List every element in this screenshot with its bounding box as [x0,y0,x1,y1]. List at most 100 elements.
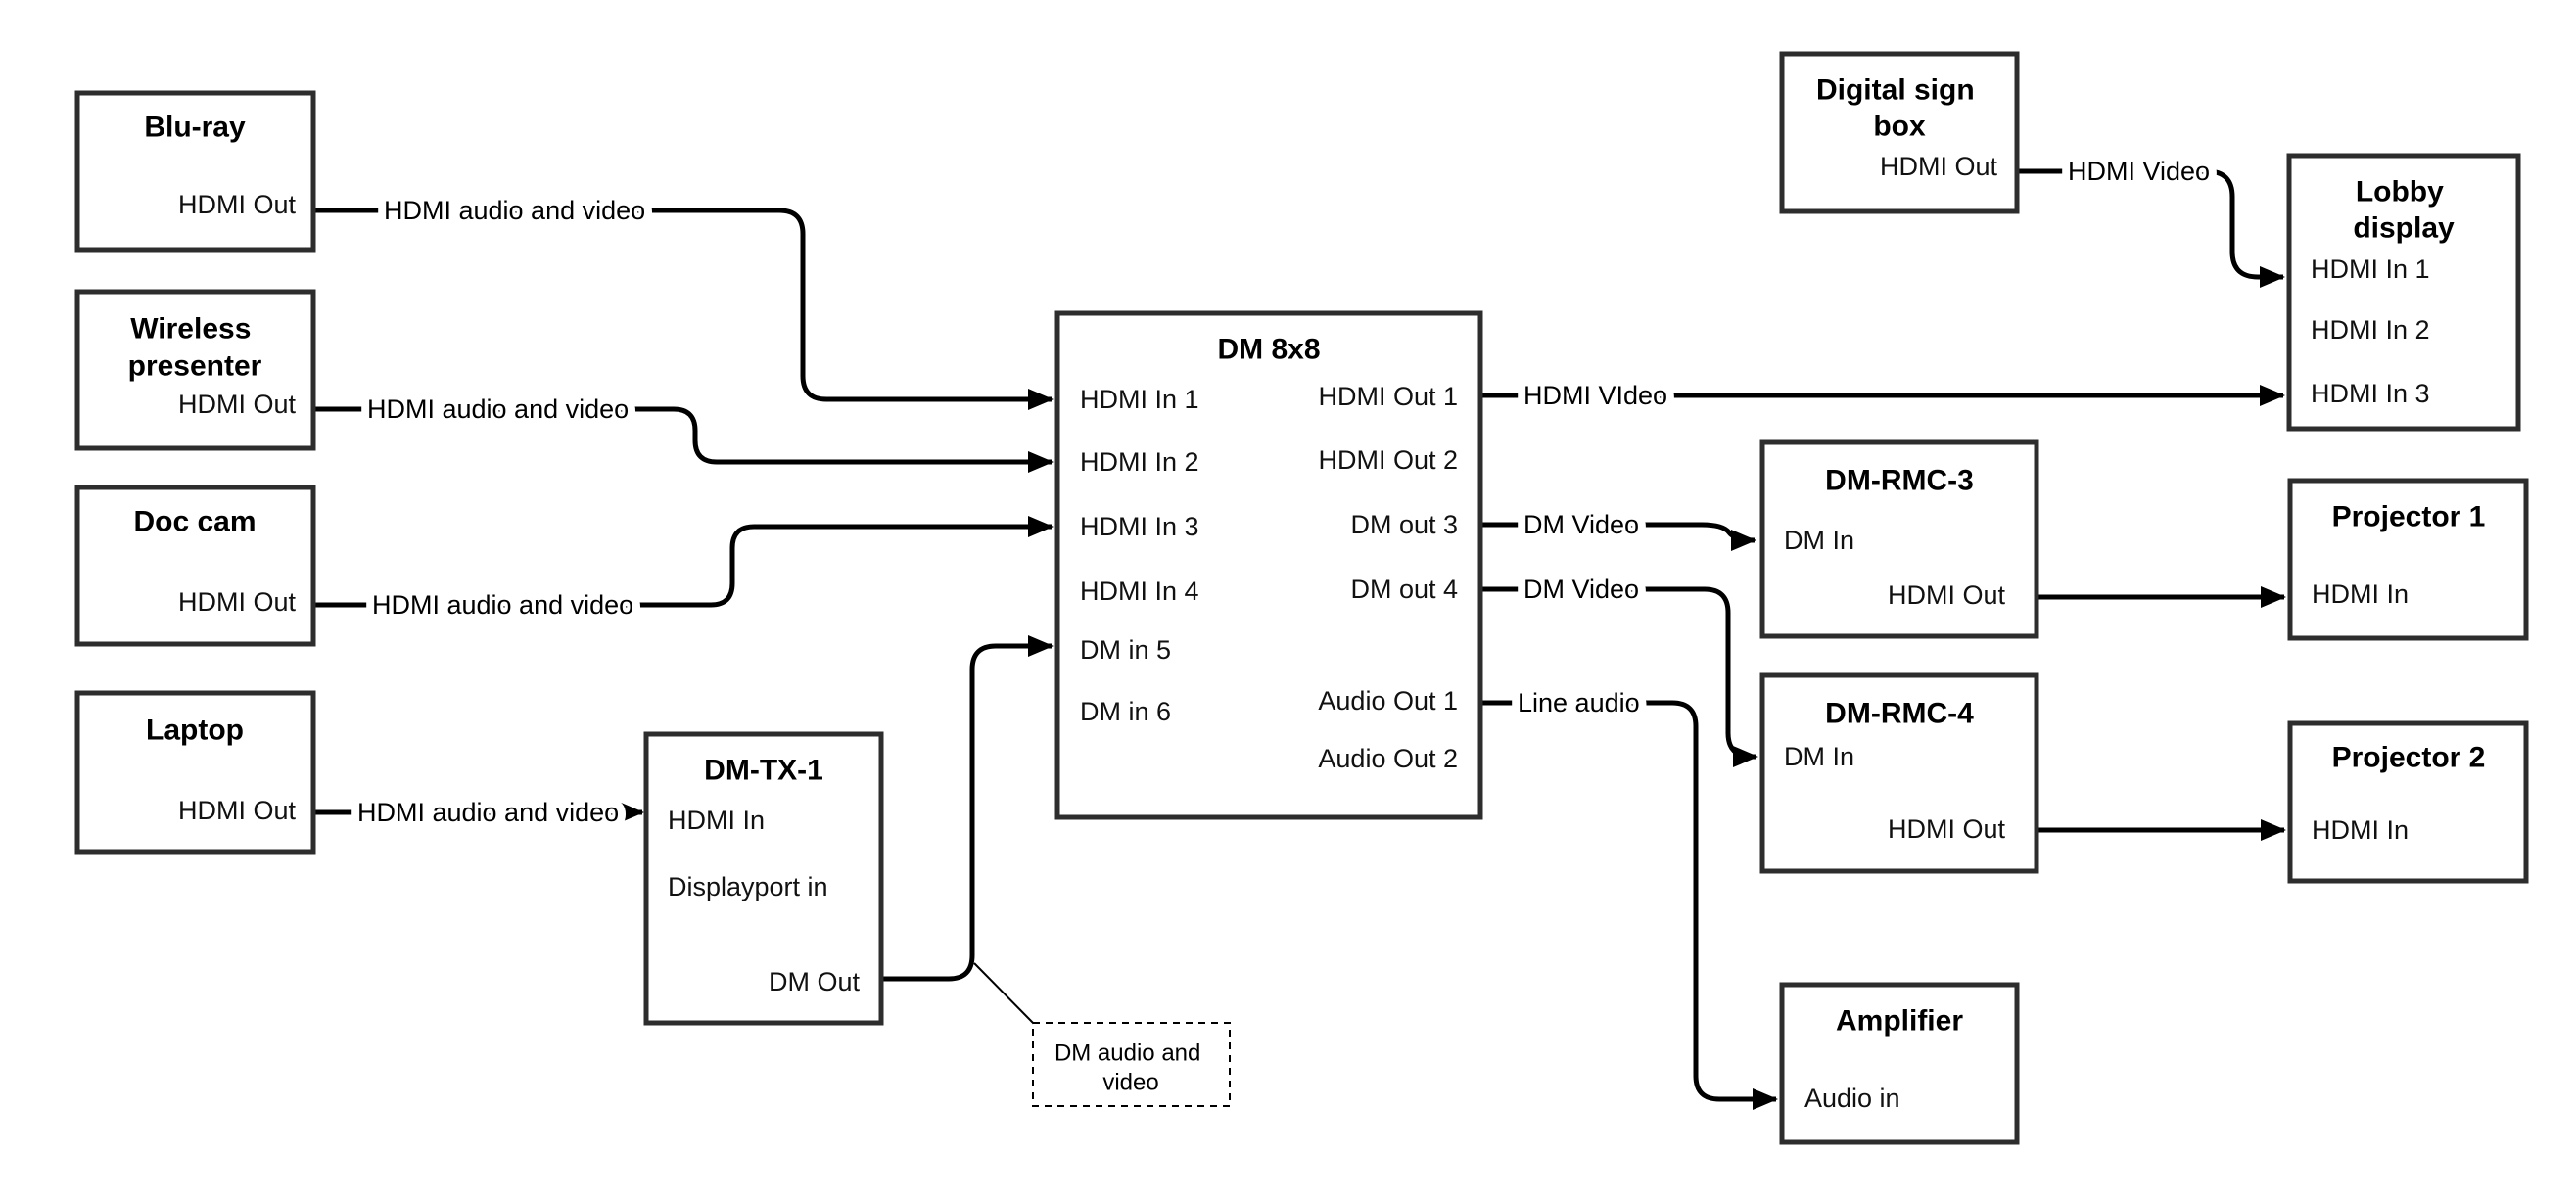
port-dm8x8-hdmi-in-4: HDMI In 4 [1080,577,1199,606]
note-text-line2: video [1102,1070,1158,1096]
edge-label-hdmi-video-out1: HDMI VIdeo [1523,381,1667,410]
port-dm-tx-1-displayport-in: Displayport in [668,872,828,901]
node-dm-8x8: DM 8x8 HDMI In 1 HDMI In 2 HDMI In 3 HDM… [1054,310,1483,820]
edge-label-hdmi-video-sign: HDMI Video [2068,157,2210,186]
node-projector-1-title: Projector 1 [2332,501,2486,533]
node-digital-sign-box-box [1779,51,2020,214]
port-lobby-hdmi-in-3: HDMI In 3 [2311,379,2430,408]
port-dm8x8-hdmi-out-1: HDMI Out 1 [1318,382,1458,411]
node-wireless-presenter-box [74,289,316,451]
port-projector-1-hdmi-in: HDMI In [2312,579,2409,609]
node-amplifier-title: Amplifier [1836,1005,1963,1038]
port-dm-rmc-4-hdmi-out: HDMI Out [1888,814,2006,844]
edge-dm8x8-audio1-to-amplifier [1480,700,1778,1110]
node-dm-rmc-3-box [1759,439,2039,639]
port-dm8x8-dm-in-6: DM in 6 [1080,697,1171,726]
edge-digitalsign-to-lobby-in1 [2017,168,2285,288]
nodes-layer: Blu-ray HDMI Out Wireless presenter HDMI… [74,51,2529,1145]
node-wireless-title-line2: presenter [128,350,262,383]
node-digital-sign-box-title: Digital sign box [1816,65,1983,143]
node-digital-sign-box: Digital sign box HDMI Out [1779,51,2020,214]
note-dm-audio-and-video: DM audio and video [1032,1022,1231,1107]
edge-bluray-to-dm8x8-in1 [313,208,1054,410]
node-doc-cam-box [74,485,316,647]
port-doc-cam-hdmi-out: HDMI Out [178,587,297,617]
node-dm-8x8-title: DM 8x8 [1217,334,1320,366]
node-digital-sign-title-line1: Digital sign [1816,74,1975,107]
node-projector-1-box [2287,478,2529,641]
node-doc-cam-title: Doc cam [133,506,256,538]
node-laptop-box [74,690,316,855]
port-dm8x8-hdmi-in-1: HDMI In 1 [1080,385,1199,414]
edge-dm8x8-out3-to-rmc3 [1480,522,1756,551]
edge-dm8x8-out4-to-rmc4 [1480,586,1758,767]
edge-label-dm-video-out3: DM Video [1523,510,1639,539]
node-laptop: Laptop HDMI Out [74,690,316,855]
node-dm-tx-1-title: DM-TX-1 [704,755,823,787]
note-box [1032,1022,1231,1107]
port-dm-rmc-3-hdmi-out: HDMI Out [1888,580,2006,610]
node-doc-cam: Doc cam HDMI Out [74,485,316,647]
node-lobby-display-title: Lobby display [2353,166,2455,245]
port-dm-tx-1-dm-out: DM Out [769,967,861,996]
note-text: DM audio and video [1054,1033,1207,1096]
node-wireless-presenter-title: Wireless presenter [128,303,262,383]
port-dm-rmc-4-dm-in: DM In [1784,742,1854,771]
port-dm8x8-hdmi-in-3: HDMI In 3 [1080,512,1199,541]
port-dm-rmc-3-dm-in: DM In [1784,526,1854,555]
node-wireless-presenter: Wireless presenter HDMI Out [74,289,316,451]
port-projector-2-hdmi-in: HDMI In [2312,815,2409,845]
node-amplifier-box [1779,982,2020,1145]
node-dm-rmc-3-title: DM-RMC-3 [1825,465,1974,497]
edge-label-wireless: HDMI audio and video [367,394,629,424]
port-lobby-hdmi-in-2: HDMI In 2 [2311,315,2430,345]
port-dm8x8-audio-out-1: Audio Out 1 [1318,686,1458,716]
node-dm-rmc-4-box [1759,672,2039,874]
node-projector-1: Projector 1 HDMI In [2287,478,2529,641]
node-projector-2: Projector 2 HDMI In [2287,720,2529,884]
node-dm-8x8-box [1054,310,1483,820]
note-leader-line [973,962,1036,1026]
node-projector-2-box [2287,720,2529,884]
edge-label-bluray: HDMI audio and video [384,196,645,225]
edge-wireless-to-dm8x8-in2 [313,406,1054,473]
port-dm-tx-1-hdmi-in: HDMI In [668,806,765,835]
port-wireless-hdmi-out: HDMI Out [178,390,297,419]
node-digital-sign-title-line2: box [1873,111,1926,143]
edge-doccam-to-dm8x8-in3 [313,516,1054,608]
node-lobby-display-box [2286,153,2521,432]
port-bluray-hdmi-out: HDMI Out [178,190,297,219]
node-lobby-title-line1: Lobby [2356,176,2444,208]
node-amplifier: Amplifier Audio in [1779,982,2020,1145]
port-dm8x8-audio-out-2: Audio Out 2 [1318,744,1458,773]
port-dm8x8-hdmi-in-2: HDMI In 2 [1080,447,1199,477]
node-lobby-display: Lobby display HDMI In 1 HDMI In 2 HDMI I… [2286,153,2521,432]
edge-label-dm-video-out4: DM Video [1523,575,1639,604]
port-laptop-hdmi-out: HDMI Out [178,796,297,825]
node-dm-rmc-4: DM-RMC-4 DM In HDMI Out [1759,672,2039,874]
note-text-line1: DM audio and [1054,1040,1200,1067]
port-lobby-hdmi-in-1: HDMI In 1 [2311,254,2430,284]
edge-label-line-audio: Line audio [1518,688,1640,717]
node-bluray-title: Blu-ray [144,112,246,144]
port-dm8x8-dm-in-5: DM in 5 [1080,635,1171,665]
port-amplifier-audio-in: Audio in [1804,1084,1900,1113]
edge-dmtx1-to-dm8x8-in5 [881,635,1054,982]
edge-label-doccam: HDMI audio and video [372,590,633,620]
port-dm8x8-hdmi-out-2: HDMI Out 2 [1318,445,1458,475]
port-dm8x8-dm-out-4: DM out 4 [1350,575,1458,604]
node-dm-tx-1-box [643,731,884,1026]
node-wireless-title-line1: Wireless [130,313,251,346]
node-dm-rmc-4-title: DM-RMC-4 [1825,698,1974,730]
edges-layer [313,168,2286,1110]
node-laptop-title: Laptop [146,715,244,747]
port-dm8x8-dm-out-3: DM out 3 [1350,510,1458,539]
edge-label-laptop: HDMI audio and video [357,798,619,827]
node-bluray: Blu-ray HDMI Out [74,90,316,253]
node-dm-tx-1: DM-TX-1 HDMI In Displayport in DM Out [643,731,884,1026]
node-dm-rmc-3: DM-RMC-3 DM In HDMI Out [1759,439,2039,639]
node-projector-2-title: Projector 2 [2332,742,2486,774]
port-digital-sign-hdmi-out: HDMI Out [1880,152,1998,181]
